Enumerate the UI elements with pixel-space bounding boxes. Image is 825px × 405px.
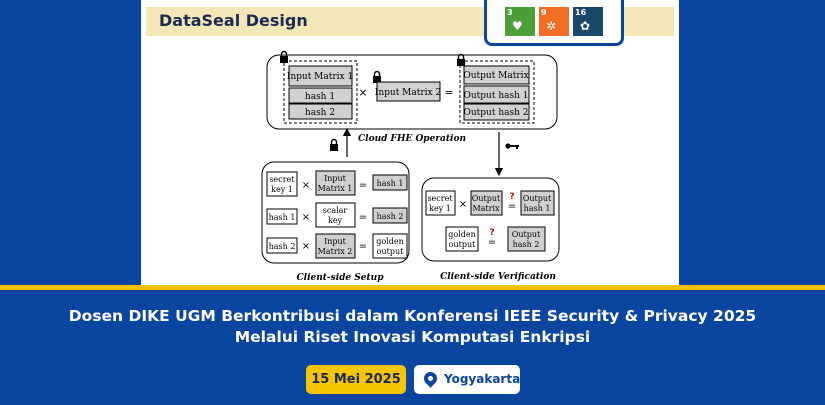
sdg-16-icon: 16✿ [573, 7, 603, 36]
lock-icon [373, 70, 381, 83]
svg-text:×: × [302, 180, 310, 191]
svg-text:=: = [488, 237, 496, 248]
top-background: DataSeal Design Input Matri [141, 0, 679, 285]
svg-text:?: ? [489, 228, 494, 238]
svg-text:hash 2: hash 2 [513, 240, 540, 249]
svg-text:output: output [377, 247, 404, 256]
svg-text:secret: secret [269, 175, 295, 184]
svg-text:golden: golden [448, 230, 476, 239]
svg-text:hash 2: hash 2 [377, 212, 404, 221]
lock-icon [457, 53, 465, 66]
svg-text:?: ? [509, 192, 514, 202]
svg-text:×: × [302, 241, 310, 252]
headline-line-2: Melalui Riset Inovasi Komputasi Enkripsi [234, 328, 591, 346]
svg-text:×: × [302, 212, 310, 223]
svg-text:Input: Input [324, 237, 347, 246]
lock-icon [330, 138, 338, 151]
svg-text:Matrix 1: Matrix 1 [318, 184, 353, 193]
cloud-caption: Cloud FHE Operation [358, 134, 466, 144]
svg-text:key 1: key 1 [429, 204, 451, 213]
location-label: Yogyakarta [444, 372, 521, 386]
svg-text:hash 1: hash 1 [524, 204, 551, 213]
svg-text:golden: golden [376, 237, 404, 246]
dataseal-diagram: Input Matrix 1 hash 1 hash 2 × Input Mat… [261, 50, 560, 283]
svg-text:hash 1: hash 1 [377, 179, 404, 188]
slide-title: DataSeal Design [159, 11, 308, 30]
svg-text:=: = [359, 212, 367, 223]
location-badge: Yogyakarta [414, 365, 520, 394]
svg-text:secret: secret [427, 194, 453, 203]
svg-text:Matrix 2: Matrix 2 [318, 247, 353, 256]
sdg-9-icon: 9✲ [539, 7, 569, 36]
date-badge: 15 Mei 2025 [306, 365, 406, 394]
svg-text:scalar: scalar [323, 206, 348, 215]
svg-text:Output: Output [472, 194, 501, 203]
svg-text:Output hash 1: Output hash 1 [464, 91, 529, 101]
svg-text:key 1: key 1 [271, 185, 293, 194]
svg-text:=: = [359, 241, 367, 252]
svg-text:hash 2: hash 2 [269, 242, 296, 251]
sdg-badges: 3♥ 9✲ 16✿ [484, 0, 624, 46]
svg-text:output: output [449, 240, 476, 249]
svg-text:=: = [359, 180, 367, 191]
svg-text:hash 1: hash 1 [269, 213, 296, 222]
verify-caption: Client-side Verification [440, 272, 556, 282]
svg-text:Output hash 2: Output hash 2 [464, 108, 529, 118]
output-matrix-label: Output Matrix [463, 71, 528, 81]
svg-text:Output: Output [512, 230, 541, 239]
headline-line-1: Dosen DIKE UGM Berkontribusi dalam Konfe… [68, 307, 757, 325]
svg-text:Input: Input [324, 174, 347, 183]
lock-icon [280, 50, 288, 63]
sdg-3-icon: 3♥ [505, 7, 535, 36]
news-footer: Dosen DIKE UGM Berkontribusi dalam Konfe… [0, 290, 825, 405]
key-icon [505, 143, 519, 149]
hash-1-label: hash 1 [305, 92, 335, 102]
svg-text:Output: Output [523, 194, 552, 203]
svg-text:key: key [328, 216, 343, 225]
location-pin-icon [421, 369, 440, 388]
input-matrix-2-label: Input Matrix 2 [375, 88, 441, 98]
svg-text:=: = [508, 201, 516, 212]
svg-text:×: × [459, 199, 467, 210]
setup-caption: Client-side Setup [296, 273, 384, 283]
headline: Dosen DIKE UGM Berkontribusi dalam Konfe… [0, 306, 825, 348]
divider-line [0, 285, 825, 290]
svg-text:Matrix: Matrix [472, 204, 500, 213]
hash-2-label: hash 2 [305, 108, 335, 118]
svg-text:=: = [444, 86, 453, 99]
svg-text:×: × [358, 86, 367, 99]
slide-image: DataSeal Design Input Matri [141, 0, 679, 285]
input-matrix-1-label: Input Matrix 1 [287, 72, 353, 82]
